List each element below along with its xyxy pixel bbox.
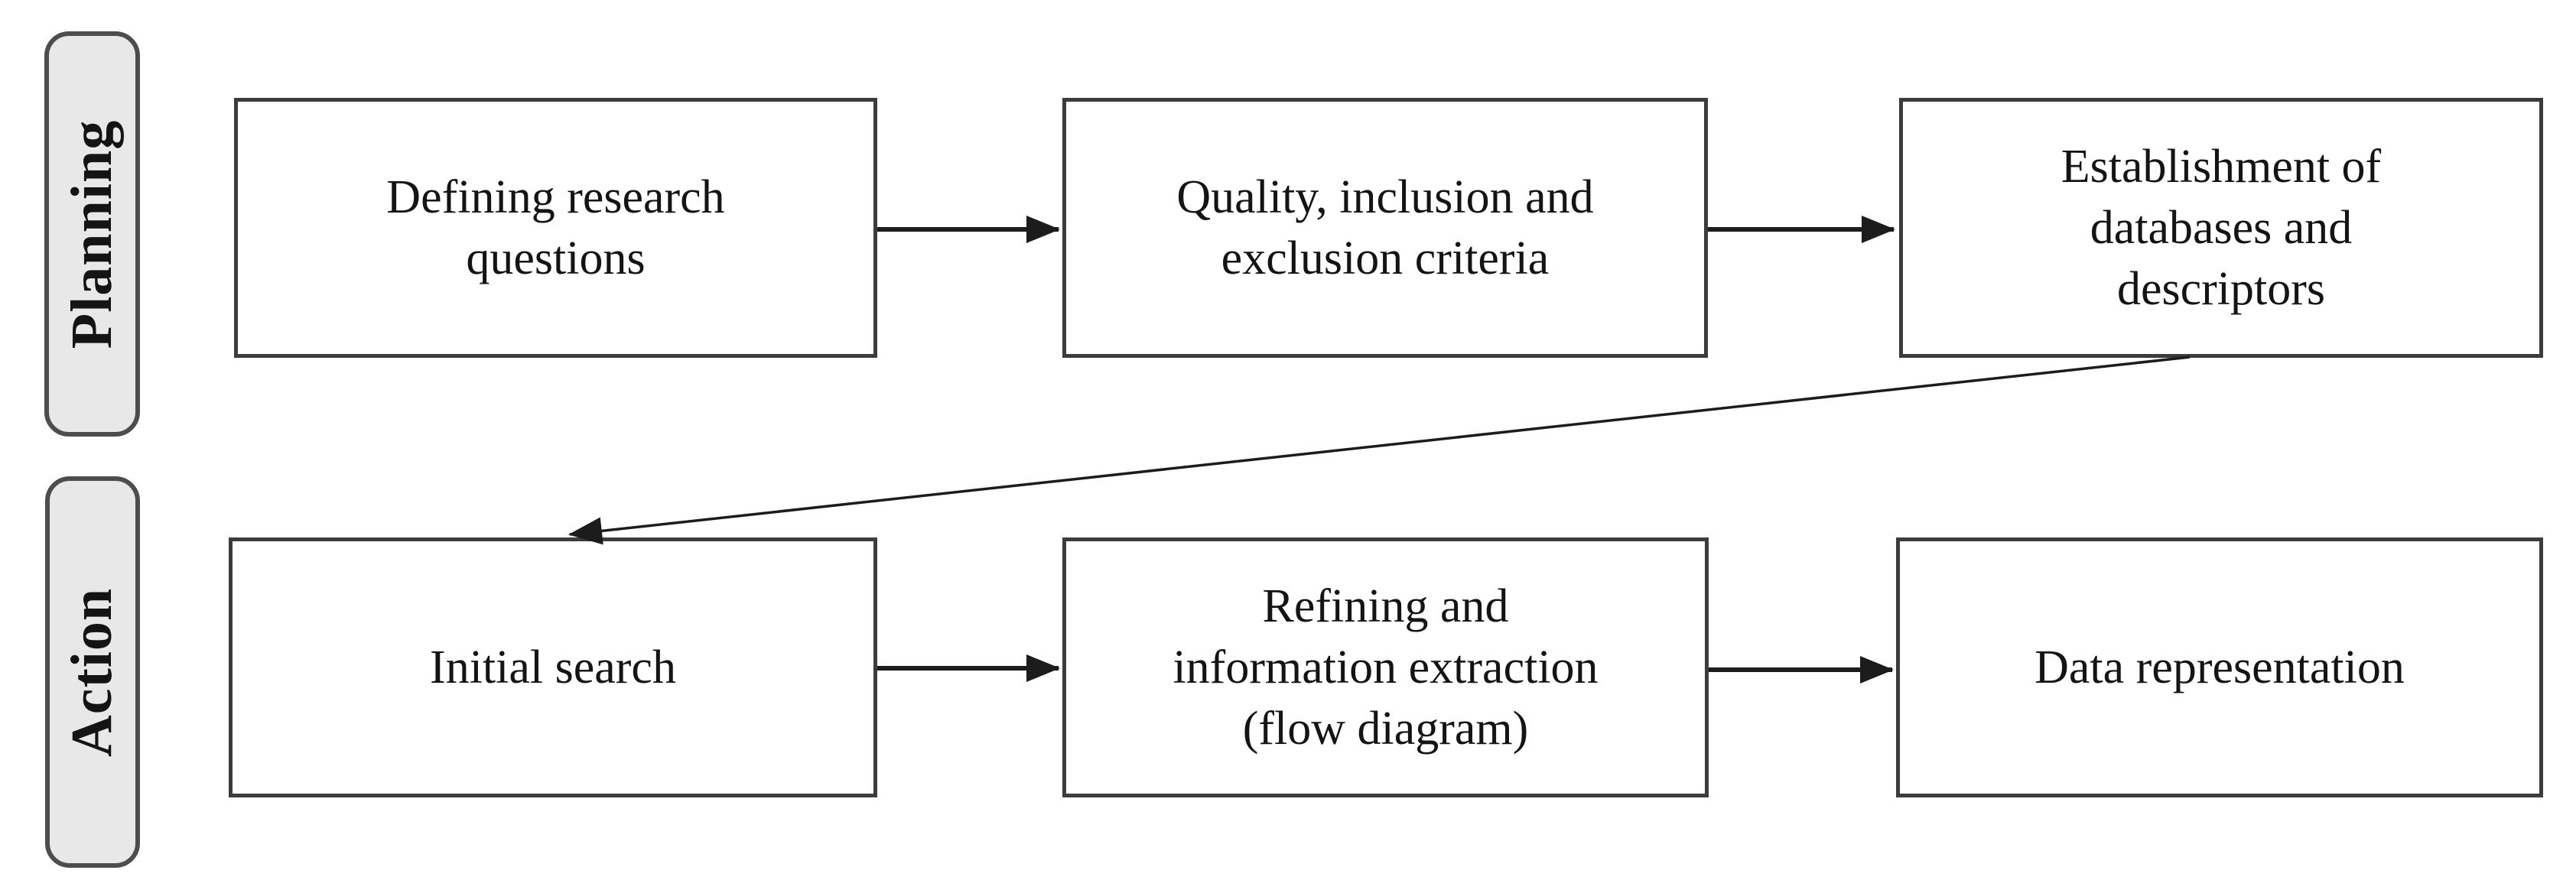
flow-box-initial-search: Initial search xyxy=(229,537,877,797)
phase-label-planning: Planning xyxy=(60,119,124,349)
box-label-line: Defining research xyxy=(386,171,725,223)
box-label-line: descriptors xyxy=(2116,263,2326,315)
box-label-line: information extraction xyxy=(1173,641,1599,693)
box-label-line: Refining and xyxy=(1262,580,1509,632)
phase-pill-planning: Planning xyxy=(44,31,140,437)
phase-pill-action: Action xyxy=(45,476,140,868)
box-label-line: Data representation xyxy=(2034,641,2405,693)
flow-box-defining-research-questions: Defining research questions xyxy=(234,98,877,358)
arrow-establishment-to-initial-search-diagonal xyxy=(568,356,2191,545)
phase-label-action: Action xyxy=(60,587,125,757)
box-label-line: Initial search xyxy=(430,641,676,693)
box-label-line: databases and xyxy=(2090,202,2353,254)
box-label-line: Quality, inclusion and xyxy=(1176,171,1594,223)
box-label-line: Establishment of xyxy=(2060,141,2382,193)
flow-box-quality-inclusion-exclusion-criteria: Quality, inclusion and exclusion criteri… xyxy=(1062,98,1708,358)
box-label-line: exclusion criteria xyxy=(1221,232,1550,284)
flow-box-refining-and-information-extraction: Refining and information extraction (flo… xyxy=(1062,537,1709,797)
box-label-line: (flow diagram) xyxy=(1242,703,1529,755)
flow-box-data-representation: Data representation xyxy=(1896,537,2543,797)
flow-box-establishment-of-databases-and-descriptors: Establishment of databases and descripto… xyxy=(1899,98,2543,358)
box-label-line: questions xyxy=(466,232,646,284)
